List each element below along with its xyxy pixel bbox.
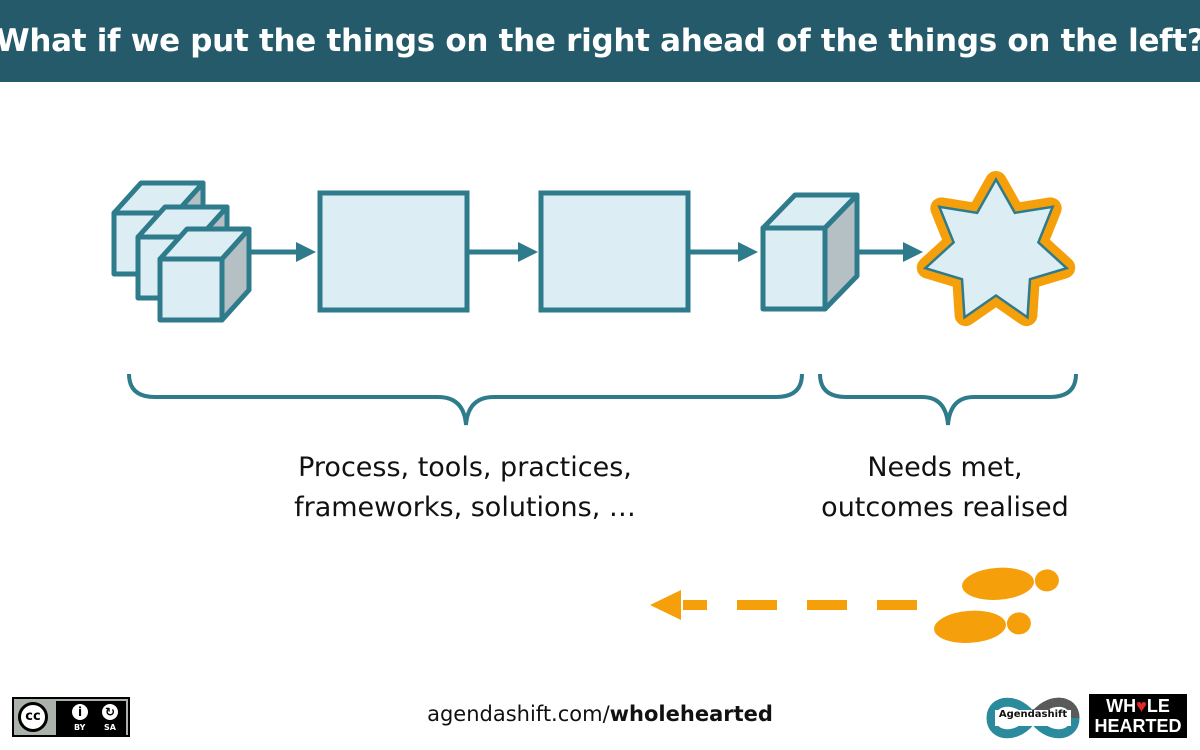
heart-icon: ♥ — [1136, 696, 1147, 716]
title-bar: What if we put the things on the right a… — [0, 0, 1200, 82]
footer-link-path: wholehearted — [609, 702, 773, 726]
inputs-label: Process, tools, practices, frameworks, s… — [250, 448, 680, 528]
flow-diagram — [111, 171, 1078, 643]
wh-logo-line1: WH♥LE — [1106, 696, 1170, 716]
wh-logo-line2: HEARTED — [1094, 716, 1182, 736]
arrow-icon — [690, 242, 758, 262]
footer-link[interactable]: agendashift.com/wholehearted — [380, 702, 820, 726]
share-alike-icon: ↻ — [100, 702, 120, 722]
process-box-icon — [317, 190, 470, 313]
footer-link-domain: agendashift.com/ — [427, 702, 610, 726]
brace-icon — [818, 373, 1078, 426]
cc-icon: cc — [18, 702, 48, 732]
attribution-icon: i — [70, 702, 90, 722]
agendashift-logo-text: Agendashift — [998, 709, 1068, 720]
brace-icon — [127, 373, 804, 426]
process-box-icon — [538, 190, 691, 313]
page-title: What if we put the things on the right a… — [0, 23, 1200, 59]
arrow-icon — [250, 242, 316, 262]
inputs-label-line2: frameworks, solutions, … — [294, 492, 636, 523]
cc-sa-label: SA — [104, 723, 116, 732]
dashed-arrow-icon — [650, 590, 917, 620]
outcomes-label: Needs met, outcomes realised — [790, 448, 1100, 528]
cc-license-badge[interactable]: cc i ↻ BY SA — [12, 697, 130, 737]
cube-stack-icon — [111, 180, 252, 323]
outcomes-label-line1: Needs met, — [867, 452, 1023, 483]
star-icon — [922, 176, 1070, 320]
cube-icon — [760, 192, 860, 312]
arrow-icon — [469, 242, 538, 262]
inputs-label-line1: Process, tools, practices, — [298, 452, 632, 483]
wholehearted-logo: WH♥LE HEARTED — [1089, 694, 1187, 738]
agendashift-logo-icon — [986, 697, 1080, 739]
cc-by-label: BY — [74, 723, 86, 732]
footprints-icon — [934, 567, 1059, 643]
outcomes-label-line2: outcomes realised — [821, 492, 1069, 523]
arrow-icon — [859, 242, 923, 262]
